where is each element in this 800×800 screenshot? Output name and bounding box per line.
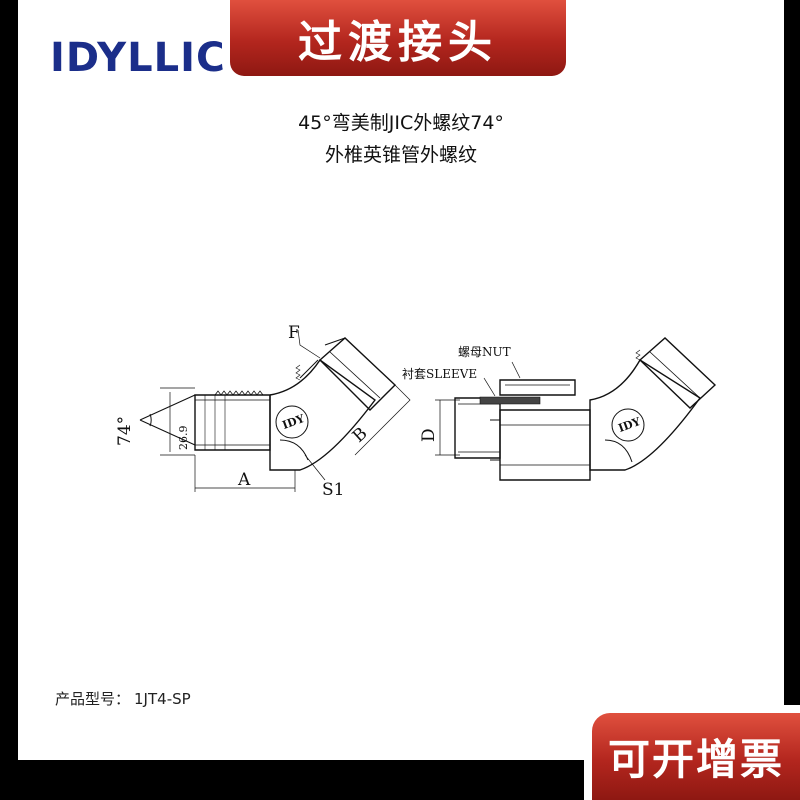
label-angle: 74° (115, 416, 135, 446)
technical-drawing: F 74° 26.9 A B S1 D 螺母NUT 衬套SLEEVE IDY I… (115, 323, 717, 500)
banner-bottom: 可开增票 (584, 705, 800, 800)
label-sleeve: 衬套SLEEVE (402, 367, 477, 381)
label-f: F (288, 323, 300, 343)
label-d: D (419, 428, 439, 442)
label-dim-26-9: 26.9 (177, 426, 190, 451)
label-s1: S1 (322, 480, 344, 500)
product-model: 产品型号：1JT4-SP (55, 688, 191, 709)
label-b: B (349, 424, 372, 447)
label-nut: 螺母NUT (458, 345, 511, 359)
banner-bottom-background: 可开增票 (592, 713, 800, 800)
brand-logo-text: IDYLLIC (50, 35, 227, 81)
label-a: A (237, 470, 251, 490)
banner-top-text: 过渡接头 (298, 17, 498, 68)
model-value: 1JT4-SP (134, 690, 191, 708)
banner-top-background: 过渡接头 (230, 0, 566, 76)
product-title-line1: 45°弯美制JIC外螺纹74° (298, 112, 504, 134)
banner-top: 过渡接头 (222, 0, 574, 82)
product-title-line2: 外椎英锥管外螺纹 (324, 144, 477, 166)
stamp-right: IDY (617, 415, 643, 435)
banner-bottom-text: 可开增票 (607, 735, 784, 784)
model-label: 产品型号： (55, 690, 131, 708)
product-canvas: IDYLLIC ® 45°弯美制JIC外螺纹74° 外椎英锥管外螺纹 (18, 0, 784, 760)
stamp-left: IDY (281, 412, 307, 432)
